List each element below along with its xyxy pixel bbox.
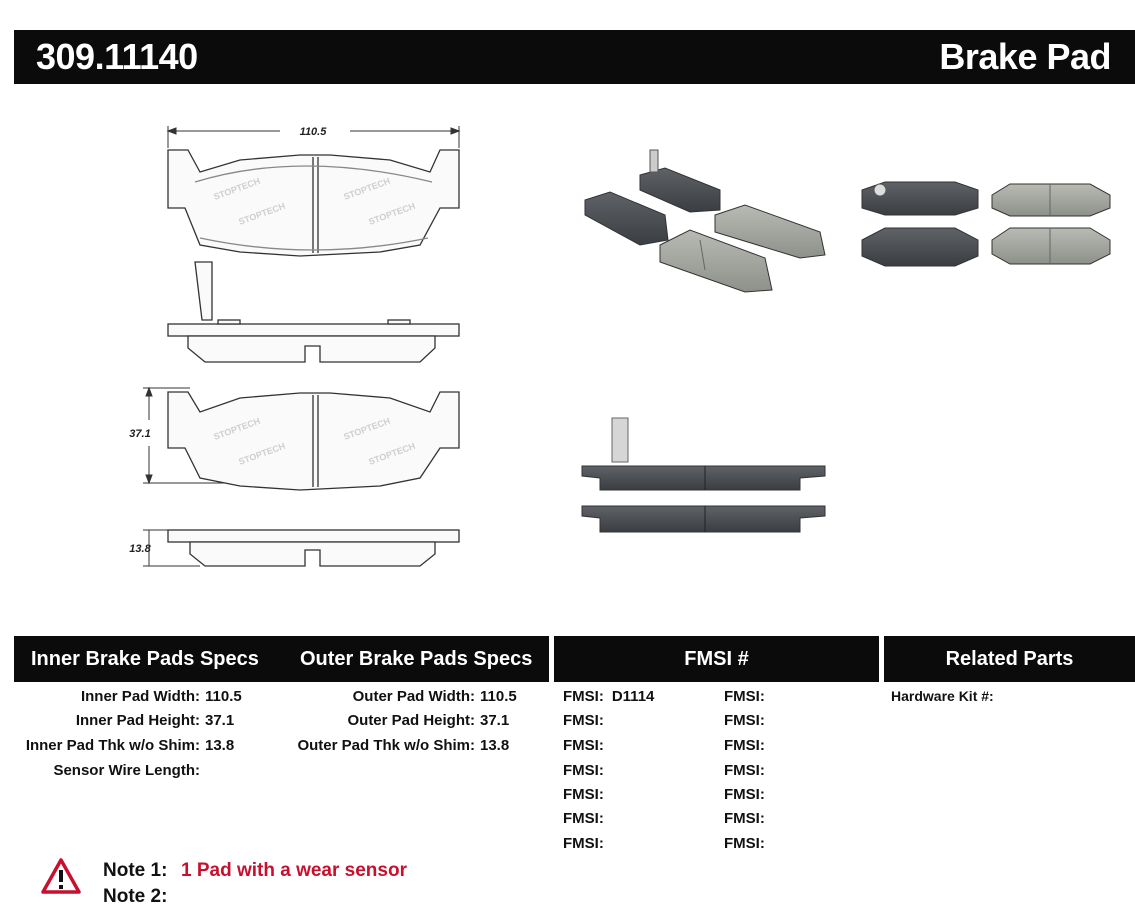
fmsi-row: FMSI: [724, 688, 765, 705]
width-dimension [166, 126, 461, 148]
fmsi-row: FMSI: [563, 737, 604, 754]
fmsi-row: FMSI: [724, 737, 765, 754]
fmsi-row: FMSI: [563, 762, 604, 779]
specs-header-pads: Inner Brake Pads Specs Outer Brake Pads … [14, 636, 549, 682]
fmsi-row: FMSI: [563, 786, 604, 803]
product-photo-flat [861, 181, 1111, 267]
note-1-label: Note 1: [103, 860, 168, 881]
pad-edge-view [167, 529, 460, 567]
warning-triangle-icon [41, 858, 81, 894]
fmsi-row: FMSI: [724, 712, 765, 729]
thickness-label: 13.8 [129, 543, 151, 555]
note-1-text: 1 Pad with a wear sensor [181, 860, 407, 881]
fmsi-header: FMSI # [554, 636, 879, 682]
fmsi-row: FMSI: [724, 786, 765, 803]
width-label: 110.5 [300, 126, 328, 138]
fmsi-title: FMSI # [684, 648, 749, 670]
fmsi-row: FMSI:D1114 [563, 688, 655, 705]
product-photo-isometric [584, 149, 826, 293]
fmsi-row: FMSI: [724, 835, 765, 852]
fmsi-row: FMSI: [563, 810, 604, 827]
product-photo-side [581, 417, 826, 533]
pad-front-view [167, 391, 460, 491]
part-number: 309.11140 [36, 36, 198, 77]
thickness-dimension [143, 529, 200, 567]
outer-specs-title: Outer Brake Pads Specs [300, 648, 533, 670]
fmsi-row: FMSI: [563, 835, 604, 852]
height-label: 37.1 [129, 428, 150, 440]
product-type: Brake Pad [939, 36, 1111, 77]
fmsi-row: FMSI: [724, 762, 765, 779]
inner-specs-title: Inner Brake Pads Specs [31, 648, 259, 670]
related-title: Related Parts [945, 648, 1074, 670]
title-bar: 309.11140 Brake Pad [14, 30, 1135, 84]
technical-drawing: 110.5 STOPTECH STOPTECH STOPTECH STOPTEC… [129, 126, 1111, 567]
related-row: Hardware Kit #: [891, 688, 994, 704]
note-2-label: Note 2: [103, 886, 168, 907]
related-header: Related Parts [884, 636, 1135, 682]
pad-side-view-sensor [167, 261, 460, 363]
fmsi-row: FMSI: [724, 810, 765, 827]
pad-top-view [167, 149, 460, 257]
fmsi-row: FMSI: [563, 712, 604, 729]
